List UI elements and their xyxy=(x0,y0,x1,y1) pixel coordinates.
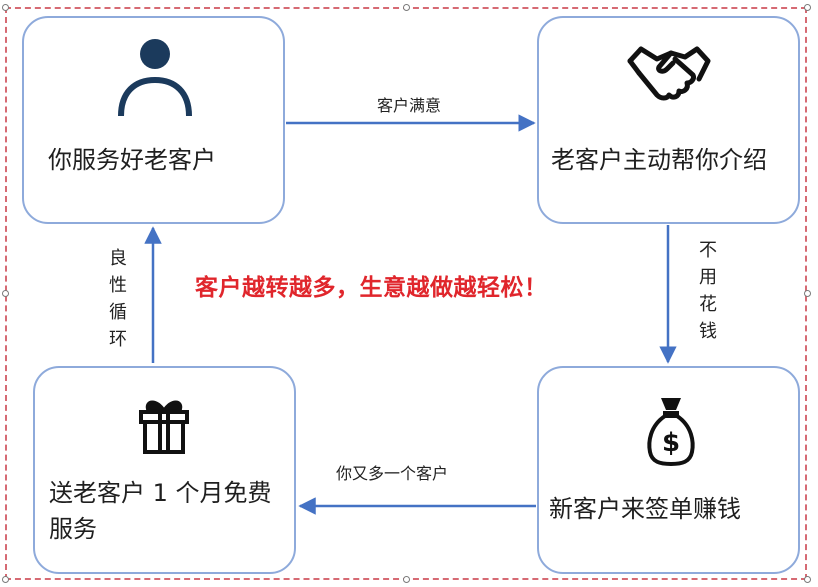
node-top-right[interactable] xyxy=(537,16,800,224)
edge-label-right: 不用花钱 xyxy=(699,240,717,342)
resize-handle-bottom-right[interactable] xyxy=(804,576,811,583)
handshake-icon xyxy=(627,43,711,111)
slogan-text: 客户越转越多，生意越做越轻松！ xyxy=(195,275,548,301)
node-label-top-right: 老客户主动帮你介绍 xyxy=(551,146,767,174)
resize-handle-bottom-left[interactable] xyxy=(2,576,9,583)
resize-handle-top-left[interactable] xyxy=(2,4,9,11)
node-label-top-left: 你服务好老客户 xyxy=(48,146,216,174)
edge-label-left: 良性循环 xyxy=(109,248,127,350)
gift-icon xyxy=(138,397,190,459)
node-label-bottom-right: 新客户来签单赚钱 xyxy=(549,495,741,523)
resize-handle-bottom-center[interactable] xyxy=(403,576,410,583)
edge-label-bottom: 你又多一个客户 xyxy=(336,464,449,483)
edge-label-top: 客户满意 xyxy=(377,96,442,115)
person-icon xyxy=(117,36,193,122)
svg-text:$: $ xyxy=(662,428,680,458)
node-bottom-left[interactable] xyxy=(33,366,296,574)
node-label-bottom-left: 送老客户 1 个月免费服务 xyxy=(49,479,272,543)
money-bag-icon: $ xyxy=(646,396,696,470)
resize-handle-middle-right[interactable] xyxy=(804,290,811,297)
resize-handle-middle-left[interactable] xyxy=(2,290,9,297)
resize-handle-top-center[interactable] xyxy=(403,4,410,11)
resize-handle-top-right[interactable] xyxy=(804,4,811,11)
